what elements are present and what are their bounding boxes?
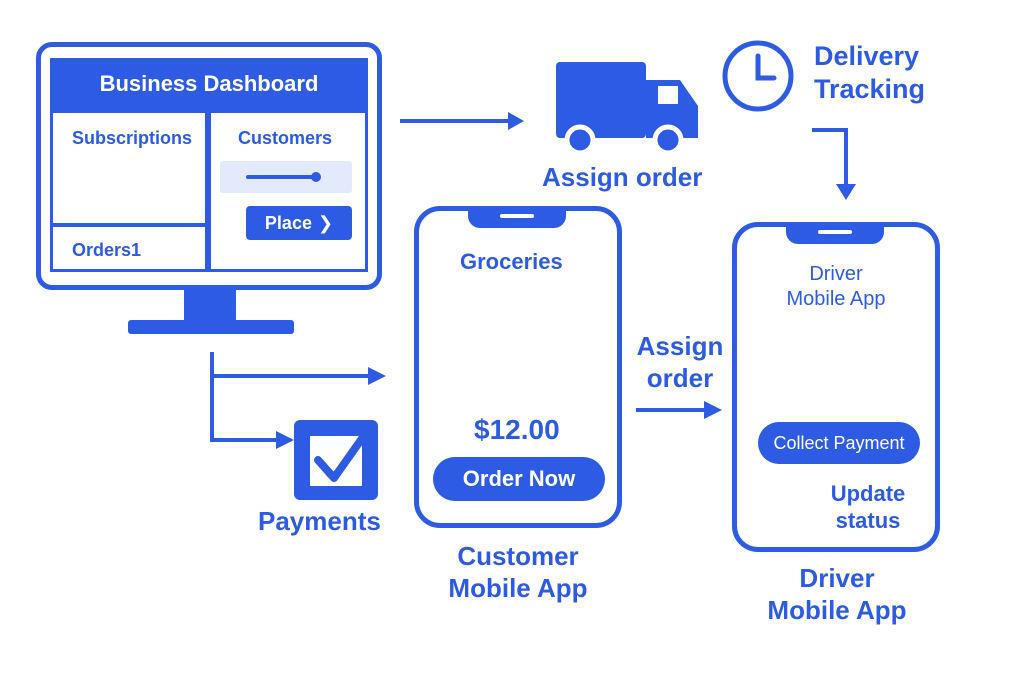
order-now-label: Order Now bbox=[462, 466, 576, 491]
checkbox-icon bbox=[294, 420, 378, 500]
customer-phone-speaker bbox=[500, 214, 534, 218]
customer-app-caption-line2: Mobile App bbox=[448, 573, 588, 603]
arrow-icon bbox=[210, 352, 386, 449]
order-now-button[interactable]: Order Now bbox=[433, 457, 605, 501]
driver-app-title-line2: Mobile App bbox=[786, 288, 886, 310]
dashboard-title: Business Dashboard bbox=[50, 58, 368, 110]
customer-app-caption: Customer Mobile App bbox=[443, 540, 593, 604]
update-status-label[interactable]: Update status bbox=[826, 480, 910, 534]
arrow-icon bbox=[636, 401, 722, 419]
orders-label: Orders1 bbox=[72, 240, 142, 260]
truck-icon bbox=[556, 62, 698, 156]
chevron-right-icon: ❯ bbox=[317, 212, 334, 233]
delivery-tracking-line1: Delivery bbox=[814, 41, 920, 71]
product-price: $12.00 bbox=[474, 414, 560, 445]
payments-label: Payments bbox=[258, 506, 381, 536]
driver-phone-speaker bbox=[818, 230, 852, 234]
driver-app-title-line1: Driver bbox=[809, 263, 863, 285]
driver-app-caption-line1: Driver bbox=[799, 563, 875, 593]
driver-app-caption: Driver Mobile App bbox=[762, 562, 912, 626]
monitor-stand bbox=[128, 288, 294, 334]
assign-order-middle-label: Assign order bbox=[636, 330, 724, 394]
clock-icon bbox=[722, 40, 794, 112]
driver-app-caption-line2: Mobile App bbox=[767, 595, 907, 625]
collect-payment-button[interactable]: Collect Payment bbox=[758, 422, 920, 464]
assign-order-label: Assign order bbox=[542, 162, 703, 192]
orders-panel[interactable] bbox=[50, 224, 208, 272]
update-status-line1: Update bbox=[830, 481, 906, 506]
place-button[interactable]: Place ❯ bbox=[246, 206, 352, 240]
collect-payment-label: Collect Payment bbox=[773, 432, 905, 453]
assign-order-middle-line1: Assign bbox=[636, 331, 724, 361]
delivery-tracking-label: Delivery Tracking bbox=[814, 40, 925, 106]
arrow-icon bbox=[400, 112, 524, 130]
customer-app-caption-line1: Customer bbox=[457, 541, 579, 571]
product-name: Groceries bbox=[460, 249, 563, 274]
assign-order-middle-line2: order bbox=[646, 363, 714, 393]
update-status-line2: status bbox=[835, 508, 901, 533]
driver-app-title: Driver Mobile App bbox=[772, 262, 900, 312]
customer-input-slider-icon bbox=[246, 172, 321, 182]
place-button-label: Place bbox=[264, 212, 312, 233]
customers-label: Customers bbox=[238, 128, 333, 148]
subscriptions-label: Subscriptions bbox=[72, 128, 193, 148]
delivery-tracking-line2: Tracking bbox=[814, 74, 926, 104]
arrow-icon bbox=[812, 128, 856, 200]
